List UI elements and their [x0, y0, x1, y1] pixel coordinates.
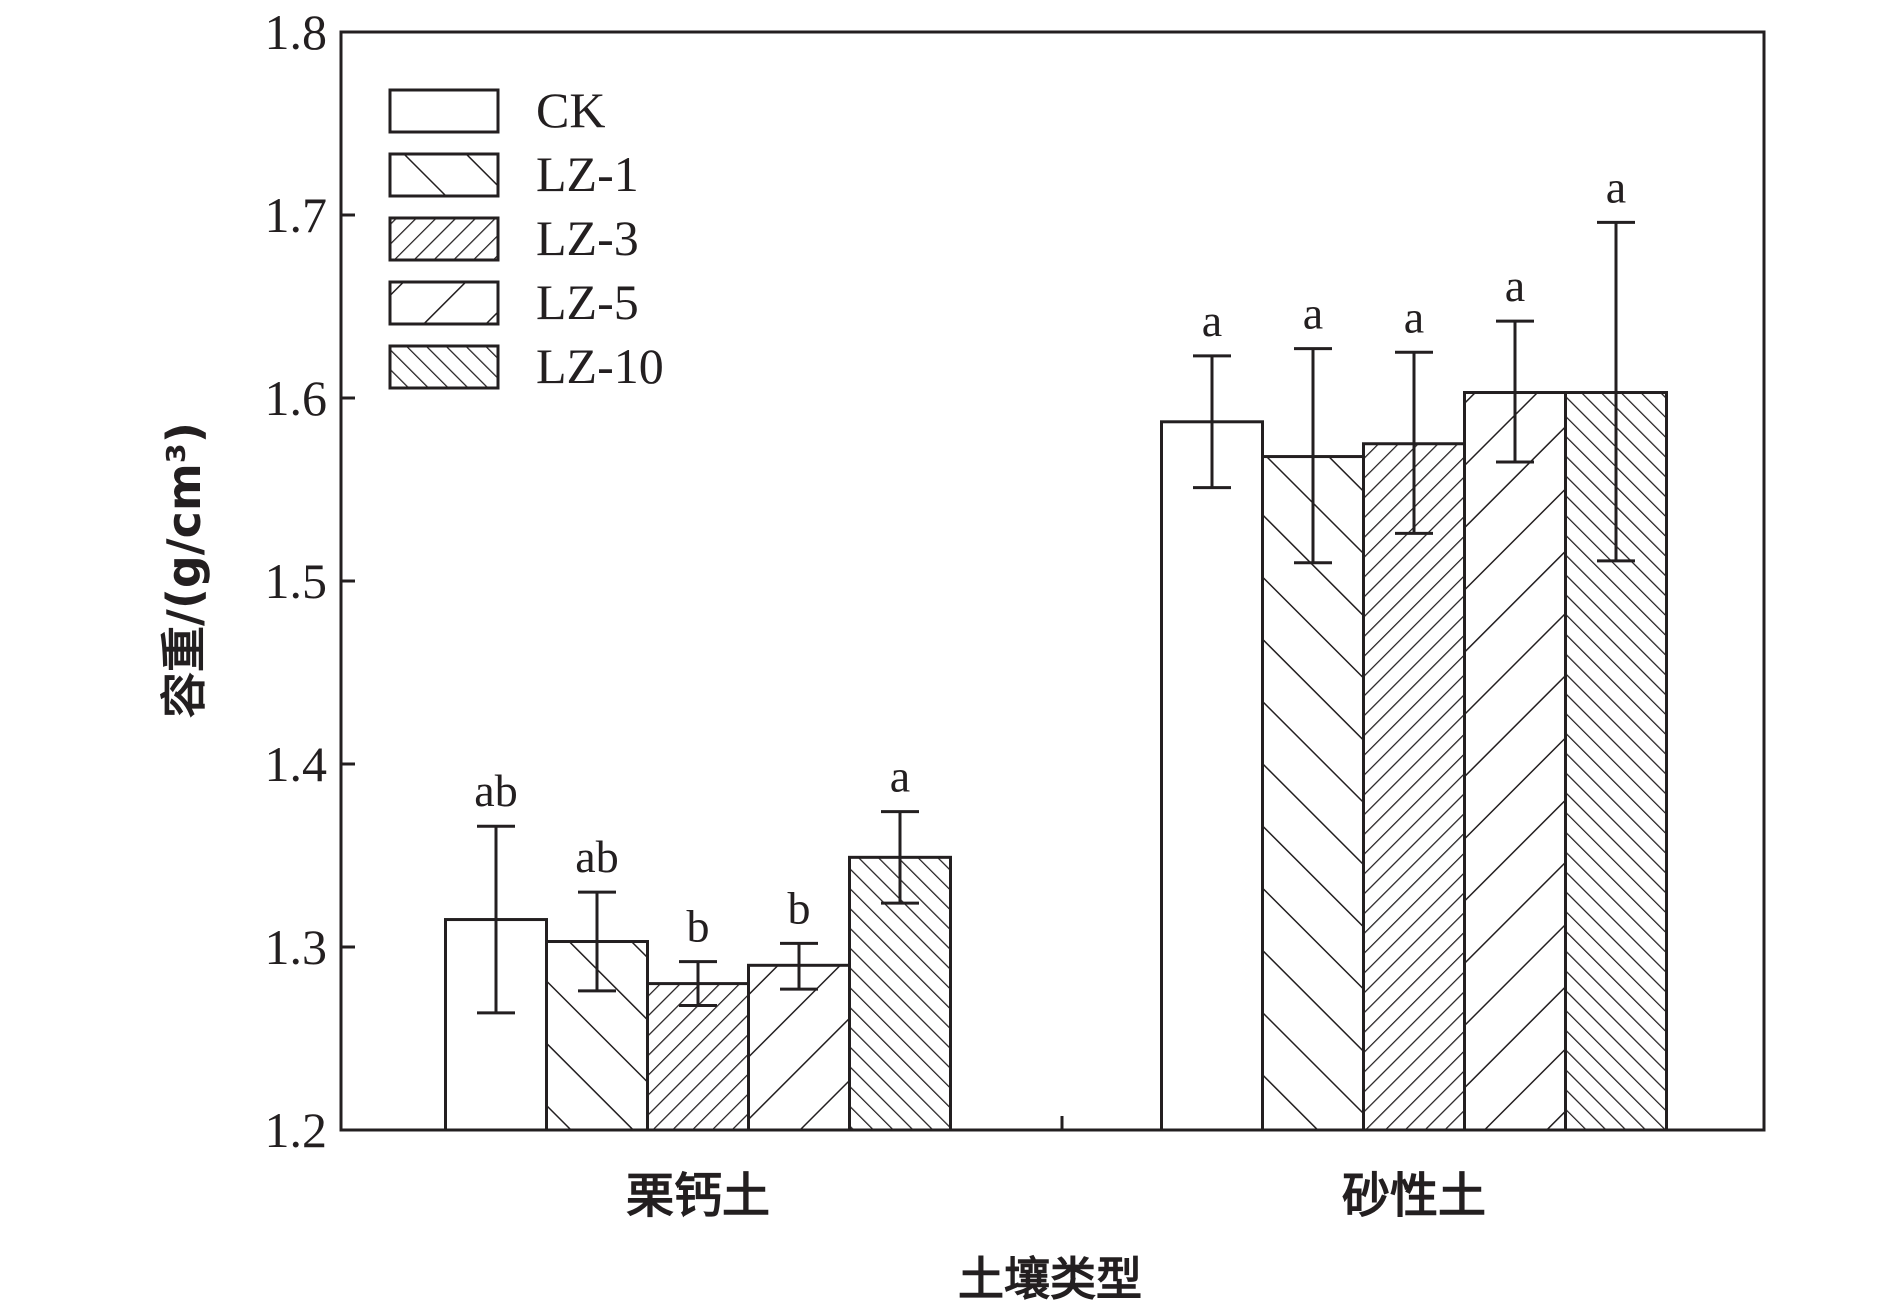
bar — [1362, 442, 1466, 1132]
y-axis-title: 容重/(g/cm³) — [157, 422, 211, 718]
legend-label: LZ-3 — [536, 210, 639, 266]
bar — [1160, 420, 1264, 1132]
legend-label: LZ-5 — [536, 274, 639, 330]
x-axis: 栗钙土 砂性土 — [626, 1116, 1486, 1224]
y-axis: 1.2 1.3 1.4 1.5 1.6 1.7 1.8 — [265, 4, 355, 1158]
legend-swatch — [388, 216, 500, 262]
error-bars — [477, 220, 1635, 1015]
y-tick-label: 1.8 — [265, 4, 328, 60]
legend-label: LZ-1 — [536, 146, 639, 202]
legend-swatch — [388, 152, 500, 198]
legend: CK LZ-1LZ-3LZ-5LZ-10 — [388, 82, 664, 394]
legend-swatch — [388, 280, 500, 326]
legend-label: LZ-10 — [536, 338, 664, 394]
y-tick-label: 1.2 — [265, 1102, 328, 1158]
significance-label: ab — [474, 765, 517, 816]
bars — [444, 391, 1668, 1132]
significance-label: a — [1202, 295, 1222, 346]
significance-label: a — [1303, 288, 1323, 339]
legend-swatch — [388, 344, 500, 390]
significance-label: b — [687, 901, 710, 952]
y-tick-label: 1.6 — [265, 370, 328, 426]
significance-label: b — [788, 882, 811, 933]
significance-label: a — [890, 751, 910, 802]
bar — [747, 963, 851, 1132]
bar — [1463, 391, 1567, 1132]
y-tick-label: 1.3 — [265, 919, 328, 975]
significance-label: a — [1404, 291, 1424, 342]
y-tick-label: 1.7 — [265, 187, 328, 243]
y-tick-label: 1.4 — [265, 736, 328, 792]
legend-label: CK — [536, 82, 605, 138]
significance-label: ab — [575, 831, 618, 882]
significance-label: a — [1606, 161, 1626, 212]
significance-label: a — [1505, 260, 1525, 311]
x-tick-label: 砂性土 — [1342, 1168, 1486, 1224]
bar — [1261, 455, 1365, 1132]
x-tick-label: 栗钙土 — [626, 1168, 770, 1224]
bar — [848, 855, 952, 1132]
y-tick-label: 1.5 — [265, 553, 328, 609]
bar — [545, 940, 649, 1132]
legend-swatch — [388, 88, 500, 134]
x-axis-title: 土壤类型 — [958, 1252, 1142, 1306]
